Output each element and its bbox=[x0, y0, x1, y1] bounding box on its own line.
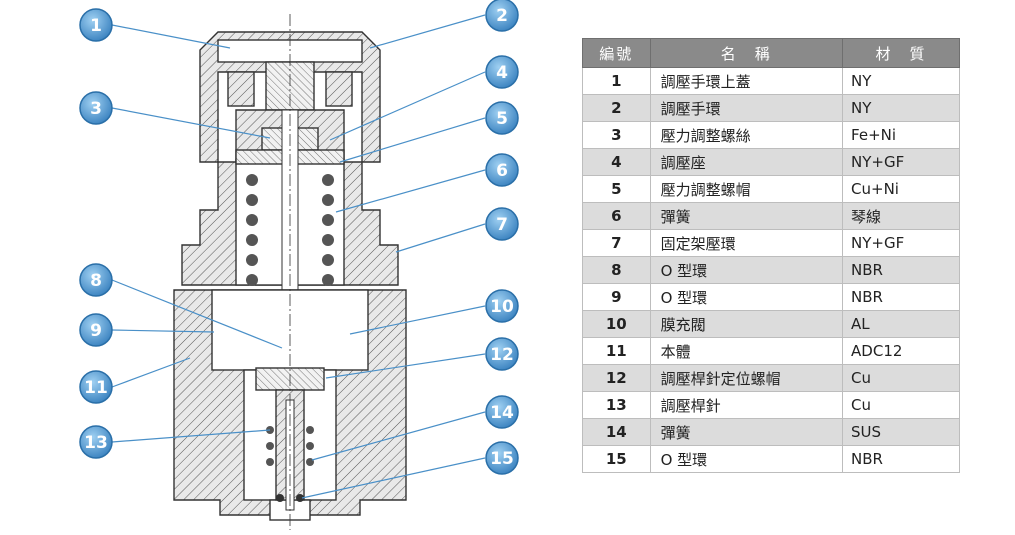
part-material: NBR bbox=[842, 445, 960, 473]
svg-text:15: 15 bbox=[490, 449, 514, 469]
svg-text:12: 12 bbox=[490, 345, 514, 365]
callout-12: 12 bbox=[485, 337, 519, 371]
leader-lines bbox=[111, 14, 486, 499]
part-material: NY bbox=[842, 67, 960, 95]
part-name: 調壓手環上蓋 bbox=[649, 67, 844, 95]
callout-8: 8 bbox=[79, 263, 113, 297]
part-number: 14 bbox=[582, 418, 651, 446]
callout-1: 1 bbox=[79, 8, 113, 42]
header-number: 編號 bbox=[582, 38, 651, 68]
part-number: 3 bbox=[582, 121, 651, 149]
callout-11: 11 bbox=[79, 370, 113, 404]
part-number: 2 bbox=[582, 94, 651, 122]
part-material: NY bbox=[842, 94, 960, 122]
svg-text:8: 8 bbox=[90, 271, 102, 291]
callout-14: 14 bbox=[485, 395, 519, 429]
part-name: O 型環 bbox=[649, 445, 844, 473]
part-number: 8 bbox=[582, 256, 651, 284]
part-material: AL bbox=[842, 310, 960, 338]
part-number: 5 bbox=[582, 175, 651, 203]
svg-text:3: 3 bbox=[90, 99, 102, 119]
svg-text:13: 13 bbox=[84, 433, 108, 453]
callout-6: 6 bbox=[485, 153, 519, 187]
header-material: 材 質 bbox=[842, 38, 960, 68]
svg-text:9: 9 bbox=[90, 321, 102, 341]
svg-text:14: 14 bbox=[490, 403, 514, 423]
part-name: 調壓座 bbox=[649, 148, 844, 176]
svg-text:6: 6 bbox=[496, 161, 508, 181]
callout-15: 15 bbox=[485, 441, 519, 475]
callout-2: 2 bbox=[485, 0, 519, 32]
part-name: 彈簧 bbox=[649, 418, 844, 446]
part-material: 琴線 bbox=[842, 202, 960, 230]
part-name: 調壓桿針 bbox=[649, 391, 844, 419]
part-number: 15 bbox=[582, 445, 651, 473]
adjusting-knob bbox=[199, 31, 381, 163]
part-number: 1 bbox=[582, 67, 651, 95]
part-material: Fe+Ni bbox=[842, 121, 960, 149]
part-number: 13 bbox=[582, 391, 651, 419]
table-header-row: 編號 名 稱 材 質 bbox=[582, 38, 960, 68]
part-material: NBR bbox=[842, 283, 960, 311]
callout-5: 5 bbox=[485, 101, 519, 135]
regulator-cross-section-diagram: 1 3 8 9 11 13 2 4 5 6 7 10 12 14 15 bbox=[79, 0, 519, 530]
svg-text:5: 5 bbox=[496, 109, 508, 129]
header-name: 名 稱 bbox=[649, 38, 844, 68]
svg-text:10: 10 bbox=[490, 297, 514, 317]
part-number: 9 bbox=[582, 283, 651, 311]
svg-text:4: 4 bbox=[496, 63, 508, 83]
part-material: NBR bbox=[842, 256, 960, 284]
callout-4: 4 bbox=[485, 55, 519, 89]
part-name: 膜充閥 bbox=[649, 310, 844, 338]
callout-7: 7 bbox=[485, 207, 519, 241]
part-number: 7 bbox=[582, 229, 651, 257]
part-name: 彈簧 bbox=[649, 202, 844, 230]
svg-text:11: 11 bbox=[84, 378, 108, 398]
part-material: NY+GF bbox=[842, 229, 960, 257]
part-name: O 型環 bbox=[649, 283, 844, 311]
svg-text:7: 7 bbox=[496, 215, 508, 235]
part-name: 本體 bbox=[649, 337, 844, 365]
part-material: ADC12 bbox=[842, 337, 960, 365]
part-name: 調壓桿針定位螺帽 bbox=[649, 364, 844, 392]
part-material: Cu bbox=[842, 364, 960, 392]
part-number: 4 bbox=[582, 148, 651, 176]
part-material: Cu+Ni bbox=[842, 175, 960, 203]
callout-9: 9 bbox=[79, 313, 113, 347]
part-material: Cu bbox=[842, 391, 960, 419]
part-material: NY+GF bbox=[842, 148, 960, 176]
part-name: O 型環 bbox=[649, 256, 844, 284]
part-number: 12 bbox=[582, 364, 651, 392]
part-material: SUS bbox=[842, 418, 960, 446]
part-number: 10 bbox=[582, 310, 651, 338]
part-number: 11 bbox=[582, 337, 651, 365]
part-name: 壓力調整螺帽 bbox=[649, 175, 844, 203]
svg-text:2: 2 bbox=[496, 6, 508, 26]
callout-10: 10 bbox=[485, 289, 519, 323]
part-name: 壓力調整螺絲 bbox=[649, 121, 844, 149]
part-number: 6 bbox=[582, 202, 651, 230]
part-name: 調壓手環 bbox=[649, 94, 844, 122]
part-name: 固定架壓環 bbox=[649, 229, 844, 257]
svg-text:1: 1 bbox=[90, 16, 102, 36]
callout-3: 3 bbox=[79, 91, 113, 125]
callout-13: 13 bbox=[79, 425, 113, 459]
